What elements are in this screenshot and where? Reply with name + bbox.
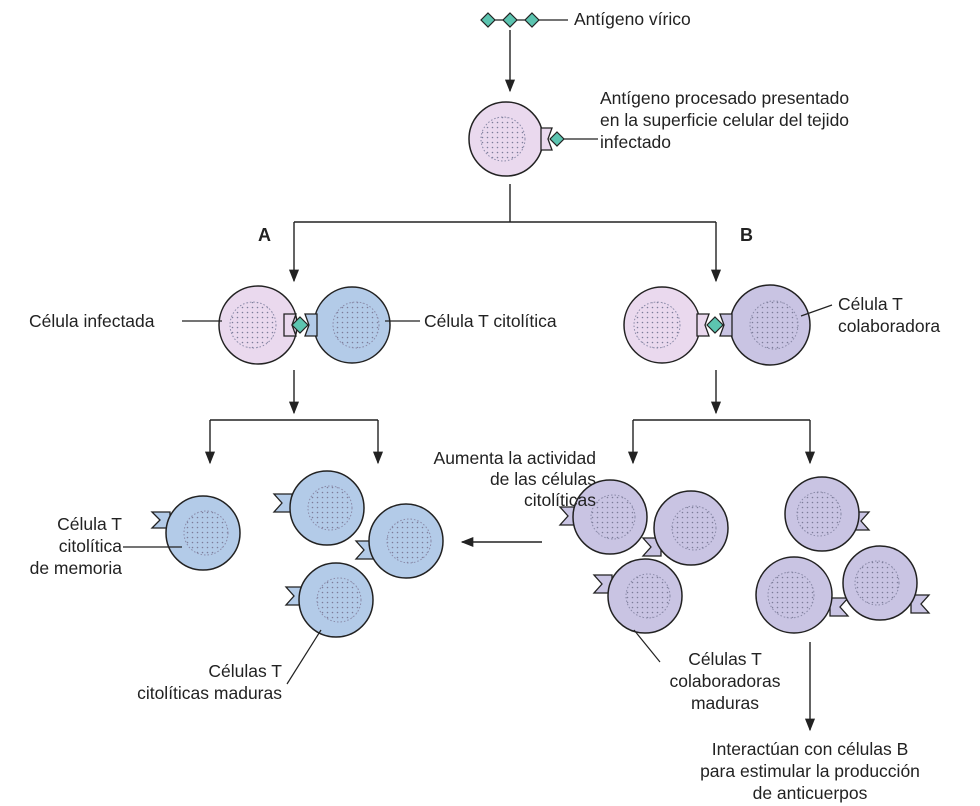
branch-b-label: B [740,225,753,245]
mature-helper-cells-right [755,476,931,634]
label-mature-cytotoxic-line1: Células T [208,661,282,681]
pair-a [182,285,420,365]
memory-cytotoxic-cell [123,495,241,571]
label-increases-activity-line3: citolíticas [524,490,596,510]
label-increases-activity-line1: Aumenta la actividad [433,448,596,468]
pair-b [623,284,833,366]
label-b-cell-interaction-line2: para estimular la producción [700,761,920,781]
label-memory-cytotoxic-line3: de memoria [29,558,122,578]
label-mature-cytotoxic: Células T citolíticas maduras [112,660,282,704]
label-increases-activity: Aumenta la actividad de las células cito… [380,448,596,511]
connectors-lower [204,370,816,732]
label-memory-cytotoxic-line2: citolítica [58,536,122,556]
label-mature-helper: Células T colaboradoras maduras [650,648,800,714]
label-mature-helper-line2: colaboradoras [669,671,781,691]
label-mature-helper-line1: Células T [688,649,762,669]
antigen-presenting-cell [468,101,598,177]
label-memory-cytotoxic-line1: Célula T [57,514,122,534]
label-processed-antigen-line3: infectado [600,132,672,152]
label-b-cell-interaction-line1: Interactúan con células B [711,739,909,759]
label-infected-cell: Célula infectada [29,311,155,331]
label-mature-cytotoxic-line2: citolíticas maduras [137,683,282,703]
split-connector [288,184,722,283]
label-b-cell-interaction: Interactúan con células B para estimular… [660,738,960,804]
label-memory-cytotoxic: Célula T citolítica de memoria [10,513,122,579]
mature-cytotoxic-cells [272,470,444,685]
label-cytotoxic-t-cell: Célula T citolítica [424,311,557,331]
branch-a-label: A [258,225,271,245]
label-helper-t-cell-line1: Célula T [838,294,903,314]
label-mature-helper-line3: maduras [690,693,760,713]
label-viral-antigen: Antígeno vírico [574,9,691,29]
label-b-cell-interaction-line3: de anticuerpos [752,783,868,803]
label-processed-antigen-line1: Antígeno procesado presentado [600,88,850,108]
label-increases-activity-line2: de las células [489,469,596,489]
label-helper-t-cell-line2: colaboradora [838,316,941,336]
label-processed-antigen: Antígeno procesado presentado en la supe… [600,87,849,153]
label-helper-t-cell: Célula T colaboradora [838,293,940,337]
viral-antigen-chain [480,12,568,28]
label-processed-antigen-line2: en la superficie celular del tejido [600,110,850,130]
mature-helper-cells-left [558,479,729,663]
